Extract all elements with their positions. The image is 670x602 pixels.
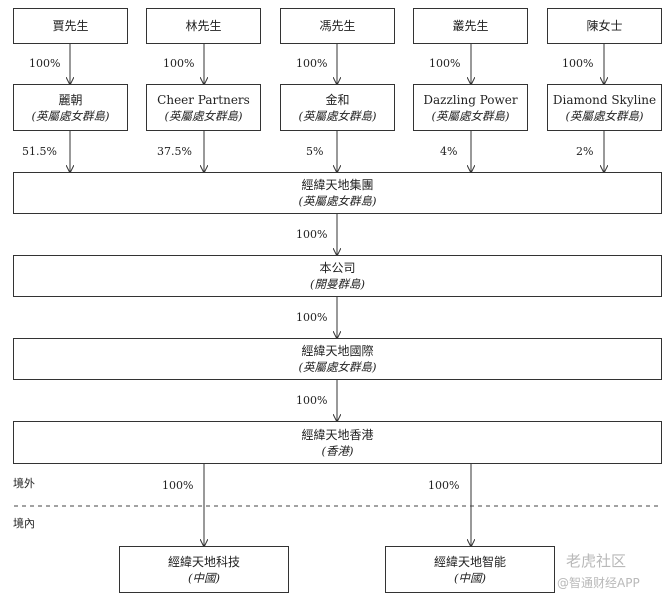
shareholder-name: 馮先生 <box>319 19 356 33</box>
entity-name: 本公司 <box>319 261 356 275</box>
watermark-line-2: @智通财经APP <box>557 576 640 590</box>
subsidiary-name: 經緯天地科技 <box>167 554 240 569</box>
holdco-box: Dazzling Power (英屬處女群島) <box>413 84 528 131</box>
company-box: 本公司 (開曼群島) <box>13 255 662 297</box>
subsidiary-box: 經緯天地科技 (中國) <box>119 546 289 593</box>
entity-jurisdiction: (香港) <box>321 443 354 458</box>
holdco-name: 麗朝 <box>58 92 83 107</box>
shareholder-name: 賈先生 <box>52 19 89 33</box>
watermark: 老虎社区 <box>566 550 626 571</box>
ownership-percent: 100% <box>296 228 328 241</box>
holdco-box: 金和 (英屬處女群島) <box>280 84 395 131</box>
hongkong-box: 經緯天地香港 (香港) <box>13 421 662 464</box>
holdco-box: Diamond Skyline (英屬處女群島) <box>547 84 662 131</box>
ownership-percent: 4% <box>440 145 458 158</box>
entity-jurisdiction: (開曼群島) <box>310 277 365 291</box>
ownership-percent: 100% <box>296 57 328 70</box>
ownership-percent: 2% <box>576 145 594 158</box>
holdco-name: 金和 <box>325 92 350 107</box>
shareholder-name: 林先生 <box>185 19 222 33</box>
watermark: @智通财经APP <box>557 574 640 591</box>
watermark-line-1: 老虎社区 <box>566 552 627 570</box>
ownership-percent: 100% <box>296 394 328 407</box>
holdco-name: Diamond Skyline <box>552 92 657 107</box>
ownership-percent: 100% <box>29 57 61 70</box>
ownership-percent: 51.5% <box>22 145 57 158</box>
shareholder-box: 林先生 <box>146 8 261 44</box>
holdco-jurisdiction: (英屬處女群島) <box>431 108 510 123</box>
shareholder-name: 陳女士 <box>586 19 623 33</box>
subsidiary-jurisdiction: (中國) <box>454 570 486 585</box>
onshore-label: 境內 <box>13 517 35 530</box>
ownership-percent: 100% <box>163 57 195 70</box>
subsidiary-jurisdiction: (中國) <box>188 570 220 585</box>
subsidiary-box: 經緯天地智能 (中國) <box>385 546 555 593</box>
holdco-jurisdiction: (英屬處女群島) <box>164 108 243 123</box>
ownership-percent: 100% <box>429 57 461 70</box>
ownership-percent: 5% <box>306 145 324 158</box>
entity-jurisdiction: (英屬處女群島) <box>298 194 377 208</box>
holdco-jurisdiction: (英屬處女群島) <box>31 108 110 123</box>
ownership-percent: 37.5% <box>157 145 192 158</box>
holdco-name: Dazzling Power <box>423 92 518 107</box>
entity-name: 經緯天地香港 <box>301 427 374 442</box>
shareholder-box: 馮先生 <box>280 8 395 44</box>
ownership-percent: 100% <box>562 57 594 70</box>
shareholder-box: 叢先生 <box>413 8 528 44</box>
ownership-percent: 100% <box>162 479 194 492</box>
entity-name: 經緯天地國際 <box>301 344 374 358</box>
holdco-name: Cheer Partners <box>157 92 250 107</box>
shareholder-name: 叢先生 <box>452 19 489 33</box>
ownership-percent: 100% <box>296 311 328 324</box>
subsidiary-name: 經緯天地智能 <box>433 554 506 569</box>
offshore-label: 境外 <box>13 477 35 490</box>
ownership-percent: 100% <box>428 479 460 492</box>
group-box: 經緯天地集團 (英屬處女群島) <box>13 172 662 214</box>
holdco-box: Cheer Partners (英屬處女群島) <box>146 84 261 131</box>
shareholder-box: 賈先生 <box>13 8 128 44</box>
shareholder-box: 陳女士 <box>547 8 662 44</box>
holdco-jurisdiction: (英屬處女群島) <box>565 108 644 123</box>
holdco-jurisdiction: (英屬處女群島) <box>298 108 377 123</box>
international-box: 經緯天地國際 (英屬處女群島) <box>13 338 662 380</box>
entity-jurisdiction: (英屬處女群島) <box>298 360 377 374</box>
holdco-box: 麗朝 (英屬處女群島) <box>13 84 128 131</box>
entity-name: 經緯天地集團 <box>301 178 374 192</box>
